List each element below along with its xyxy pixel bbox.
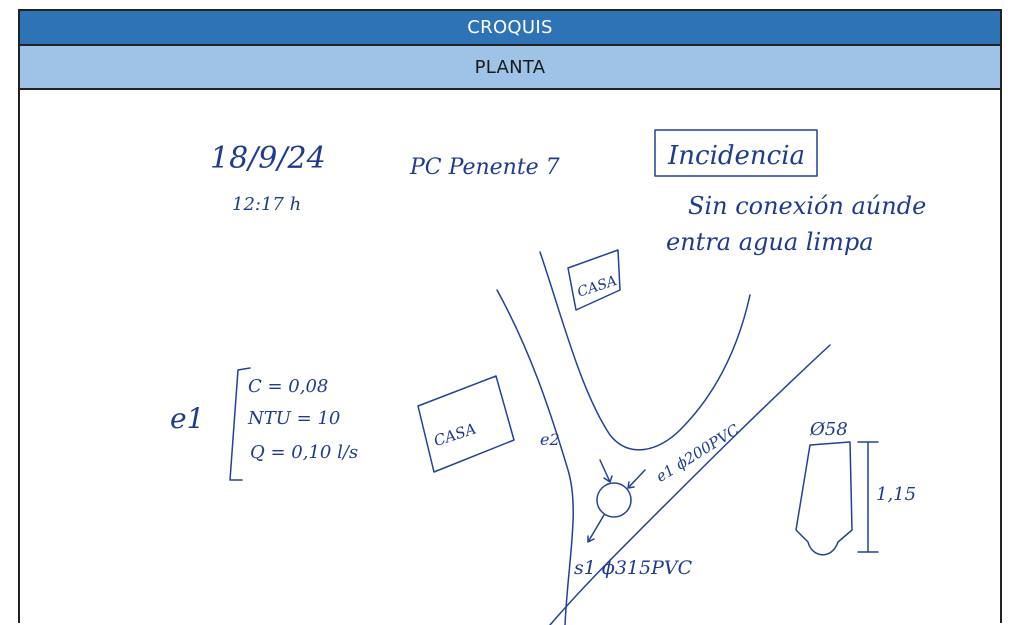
croquis-title: CROQUIS [20, 11, 1000, 46]
street-left-line [496, 289, 574, 625]
street-center-line [539, 251, 751, 451]
sketch-date: 18/9/24 [210, 141, 326, 176]
param-bracket [229, 367, 251, 481]
param-c: C = 0,08 [248, 376, 328, 397]
param-ntu: NTU = 10 [247, 408, 340, 429]
point-label: e1 [170, 402, 204, 435]
section-shape [795, 441, 853, 556]
house-top-shape [567, 249, 621, 311]
inlet-e1-label: e1 ϕ200PVC [653, 420, 743, 486]
section-depth: 1,15 [876, 484, 916, 505]
manhole-circle [596, 482, 632, 518]
croquis-frame: CROQUIS PLANTA 18/9/24 12:17 h PC Penent… [18, 9, 1002, 625]
hand-sketch: 18/9/24 12:17 h PC Penente 7 Incidencia … [170, 129, 926, 625]
house-top-label: CASA [575, 273, 618, 301]
section-diam: Ø58 [809, 419, 848, 440]
inlet-e1-arrow [627, 469, 646, 489]
street-right-line [549, 344, 831, 625]
planta-subtitle: PLANTA [20, 46, 1000, 90]
inlet-e2-label: e2 [540, 430, 560, 449]
sketch-time: 12:17 h [232, 194, 301, 215]
outlet-s1-label: s1 ϕ315PVC [574, 557, 693, 579]
outlet-s1-arrow [587, 514, 605, 543]
incident-label: Incidencia [667, 141, 805, 171]
param-q: Q = 0,10 l/s [250, 442, 358, 463]
house-left-shape [417, 375, 515, 473]
house-left-label: CASA [432, 419, 479, 450]
incident-box [654, 129, 818, 177]
note-line1: Sin conexión aúnde [688, 192, 926, 220]
sketch-location: PC Penente 7 [409, 155, 560, 180]
note-line2: entra agua limpa [666, 228, 874, 256]
depth-dimension-line [857, 441, 879, 553]
inlet-e2-arrow [599, 459, 613, 483]
